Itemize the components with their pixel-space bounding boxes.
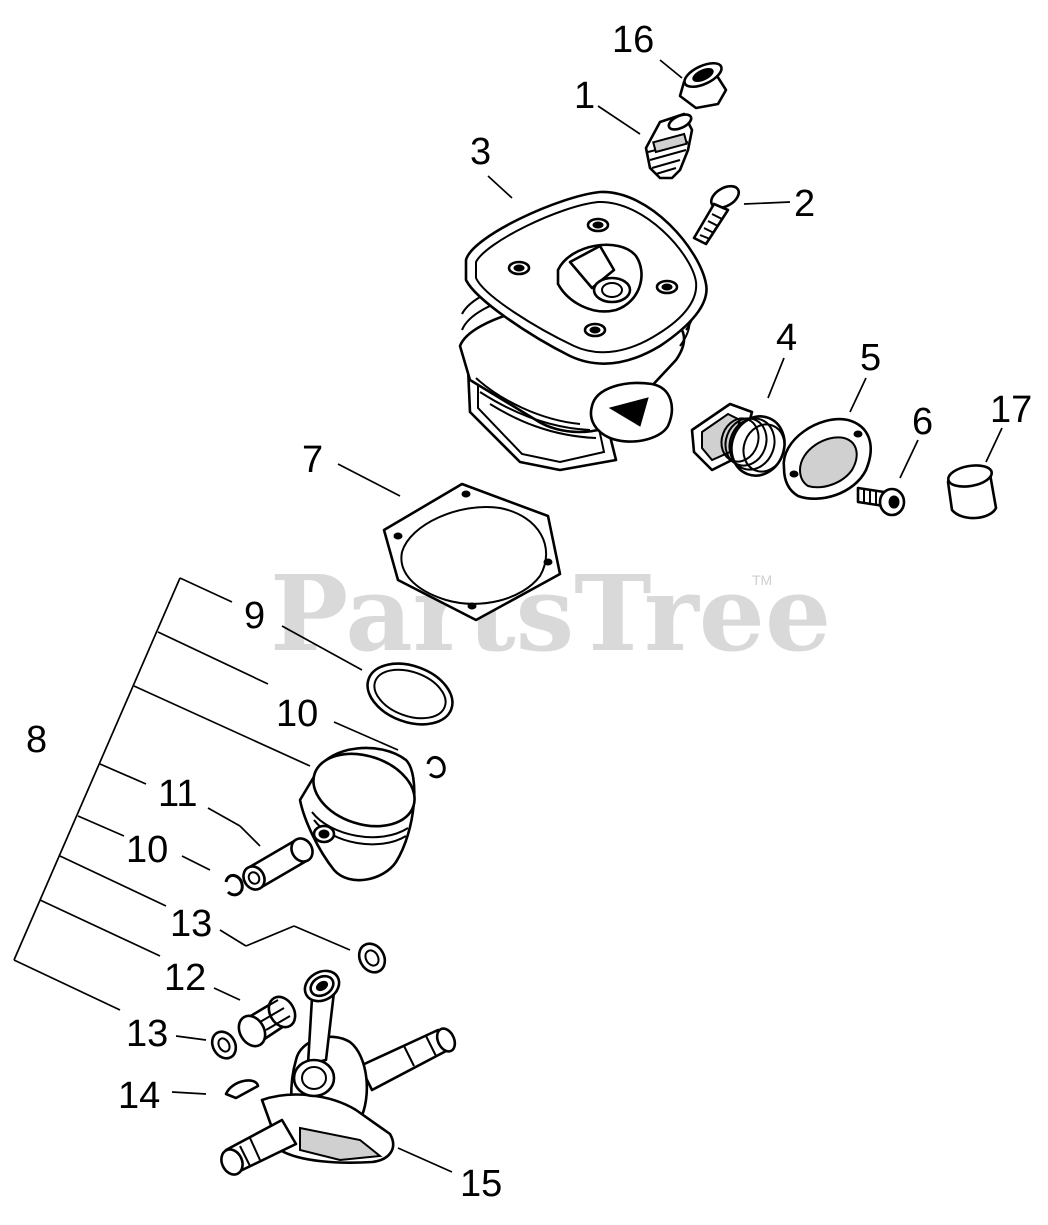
callout-11: 11 [158, 773, 197, 815]
callout-2: 2 [794, 183, 815, 225]
part-13-washer-upper[interactable] [354, 939, 390, 977]
part-11-piston-pin[interactable] [239, 835, 316, 894]
part-7-base-gasket[interactable] [382, 482, 562, 622]
callout-10-upper: 10 [276, 693, 318, 735]
callout-7: 7 [302, 439, 323, 481]
callout-16: 16 [612, 19, 654, 61]
callout-3: 3 [470, 131, 491, 173]
callout-1: 1 [574, 75, 595, 117]
callout-10-lower: 10 [126, 829, 168, 871]
part-9-piston-ring[interactable] [359, 653, 461, 736]
part-16-cap[interactable] [678, 58, 728, 110]
callout-8: 8 [26, 719, 47, 761]
callout-14: 14 [118, 1075, 160, 1117]
part-5-intake-flange[interactable] [782, 417, 872, 500]
part-10-circlip-upper[interactable] [426, 756, 446, 779]
callout-15: 15 [460, 1163, 502, 1205]
leader-lines [171, 59, 1003, 1173]
callout-5: 5 [860, 337, 881, 379]
part-17-plug[interactable] [946, 462, 998, 520]
part-4-intake-boot[interactable] [690, 402, 793, 483]
watermark-trademark: TM [752, 572, 772, 588]
part-3-cylinder[interactable] [458, 190, 708, 472]
part-15-crankshaft[interactable] [217, 965, 458, 1178]
callout-12: 12 [164, 957, 206, 999]
callout-9: 9 [244, 595, 265, 637]
piston-kit-bracket [13, 577, 311, 1011]
callout-17: 17 [990, 389, 1032, 431]
part-12-needle-bearing[interactable] [234, 992, 301, 1051]
part-2-bolt[interactable] [692, 182, 742, 246]
callout-13-lower: 13 [126, 1013, 168, 1055]
part-13-washer-lower[interactable] [207, 1027, 240, 1062]
callout-4: 4 [776, 317, 797, 359]
callout-13-upper: 13 [170, 903, 212, 945]
part-10-circlip-lower[interactable] [224, 874, 244, 897]
piston[interactable] [298, 742, 424, 882]
callout-6: 6 [912, 401, 933, 443]
callout-labels: 16 1 3 2 4 5 6 17 7 9 10 8 11 10 13 12 1… [26, 19, 1032, 1205]
part-14-key[interactable] [224, 1079, 260, 1100]
part-1-decompression-valve[interactable] [644, 111, 694, 180]
part-6-screw[interactable] [856, 486, 906, 517]
